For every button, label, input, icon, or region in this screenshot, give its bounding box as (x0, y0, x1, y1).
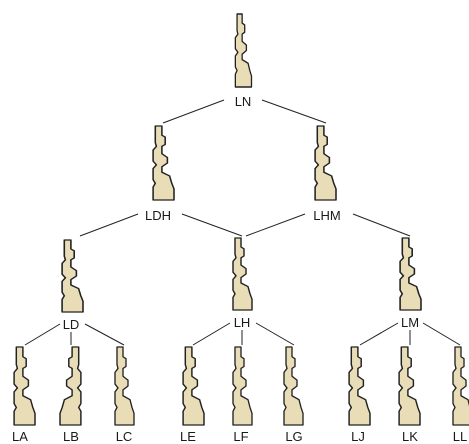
molding-profiles (13, 13, 469, 426)
leaf-label: LG (285, 429, 303, 444)
molding-profile (232, 237, 253, 311)
connector-line (162, 99, 225, 124)
node-label-mid-left: LDH (142, 208, 174, 223)
molding-profile (13, 346, 36, 426)
connector-line (24, 323, 61, 346)
leaf-label: LK (402, 429, 418, 444)
molding-profile (61, 239, 84, 313)
connector-line (245, 213, 306, 237)
connector-line (79, 213, 139, 237)
connector-lines (24, 99, 461, 346)
connector-line (422, 322, 461, 346)
connector-line (192, 322, 231, 346)
connector-line (352, 213, 411, 237)
node-label-group-center: LH (231, 315, 253, 330)
molding-profile (182, 346, 205, 426)
molding-profile (283, 346, 304, 426)
leaf-label: LA (12, 429, 28, 444)
connector-line (181, 213, 243, 237)
molding-profile (398, 346, 421, 426)
connector-line (84, 323, 125, 346)
leaf-label: LF (233, 429, 249, 444)
leaf-label: LB (63, 429, 79, 444)
node-label-mid-right: LHM (311, 208, 343, 223)
molding-profile (348, 346, 371, 426)
molding-profile (234, 13, 253, 88)
leaf-label: LL (452, 429, 468, 444)
connector-line (359, 322, 399, 346)
molding-profile (232, 346, 253, 426)
node-label-root: LN (232, 94, 254, 109)
molding-profile (59, 346, 82, 426)
leaf-label: LC (115, 429, 133, 444)
molding-profile (152, 125, 175, 201)
leaf-label: LJ (351, 429, 365, 444)
connector-line (261, 99, 327, 124)
connector-line (255, 322, 295, 346)
molding-profile (114, 346, 135, 426)
node-label-group-right: LM (398, 315, 422, 330)
molding-profile (452, 346, 469, 426)
molding-profile (399, 237, 422, 311)
molding-profile (314, 125, 337, 201)
node-label-group-left: LD (60, 317, 82, 332)
leaf-label: LE (180, 429, 196, 444)
